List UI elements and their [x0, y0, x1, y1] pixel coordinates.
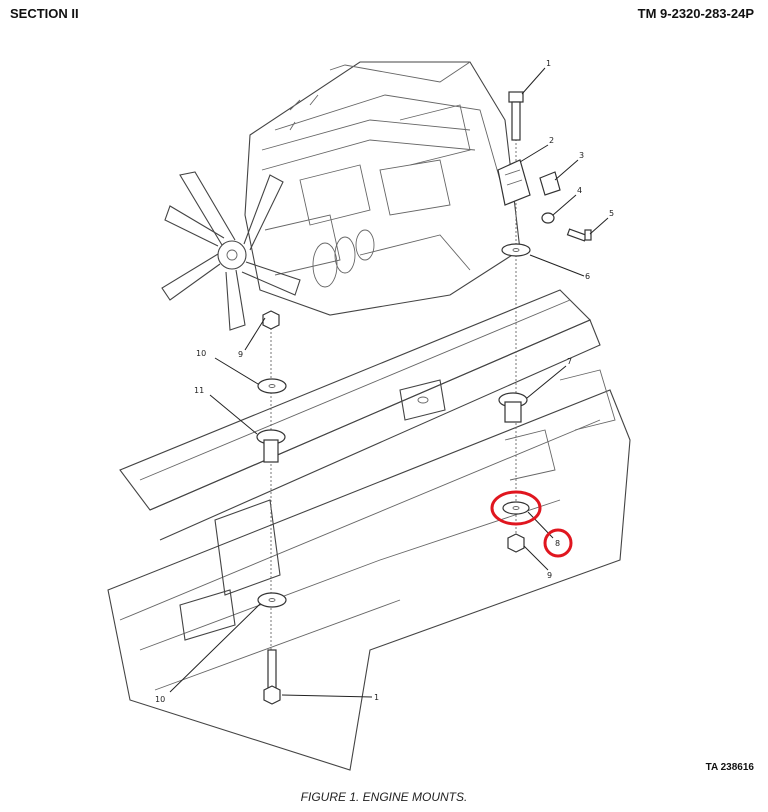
callout-10-lower: 10 [155, 695, 165, 704]
nut-9-left [262, 310, 280, 330]
callout-2: 2 [549, 136, 554, 145]
isolator-7 [498, 392, 528, 423]
highlight-circle-washer [490, 490, 542, 526]
washer-10-upper [257, 378, 287, 394]
mount-centerlines [270, 135, 517, 690]
washer-8 [502, 501, 530, 515]
callout-9-left: 9 [238, 350, 243, 359]
callout-3: 3 [579, 151, 584, 160]
tm-number: TM 9-2320-283-24P [637, 6, 754, 21]
section-label: SECTION II [10, 6, 79, 21]
callout-1-top: 1 [546, 59, 551, 68]
callout-8: 8 [555, 539, 560, 548]
isolator-11 [256, 429, 286, 463]
callout-11: 11 [194, 386, 204, 395]
washer-6-upper [501, 243, 531, 257]
callout-5: 5 [609, 209, 614, 218]
figure-caption: FIGURE 1. ENGINE MOUNTS. [300, 790, 468, 804]
bolt-1-top [508, 91, 524, 141]
callout-7: 7 [567, 357, 572, 366]
callout-6-upper: 6 [585, 272, 590, 281]
washer-10-lower [257, 592, 287, 608]
frame-rails [107, 289, 631, 771]
engine-block [244, 61, 521, 316]
callout-10-upper: 10 [196, 349, 206, 358]
nut-9-right [507, 533, 525, 553]
leader-lines [169, 67, 609, 698]
ta-number: TA 238616 [705, 762, 754, 773]
callout-1-bottom: 1 [374, 693, 379, 702]
highlight-circle-callout-8 [543, 528, 573, 558]
engine-fan [161, 171, 301, 331]
bolt-1-bottom [263, 649, 281, 705]
washer-4 [541, 212, 555, 224]
callout-9-right: 9 [547, 571, 552, 580]
bracket-3 [539, 171, 561, 196]
callout-4: 4 [577, 186, 582, 195]
screw-5 [566, 228, 592, 242]
bracket-2 [497, 159, 531, 206]
